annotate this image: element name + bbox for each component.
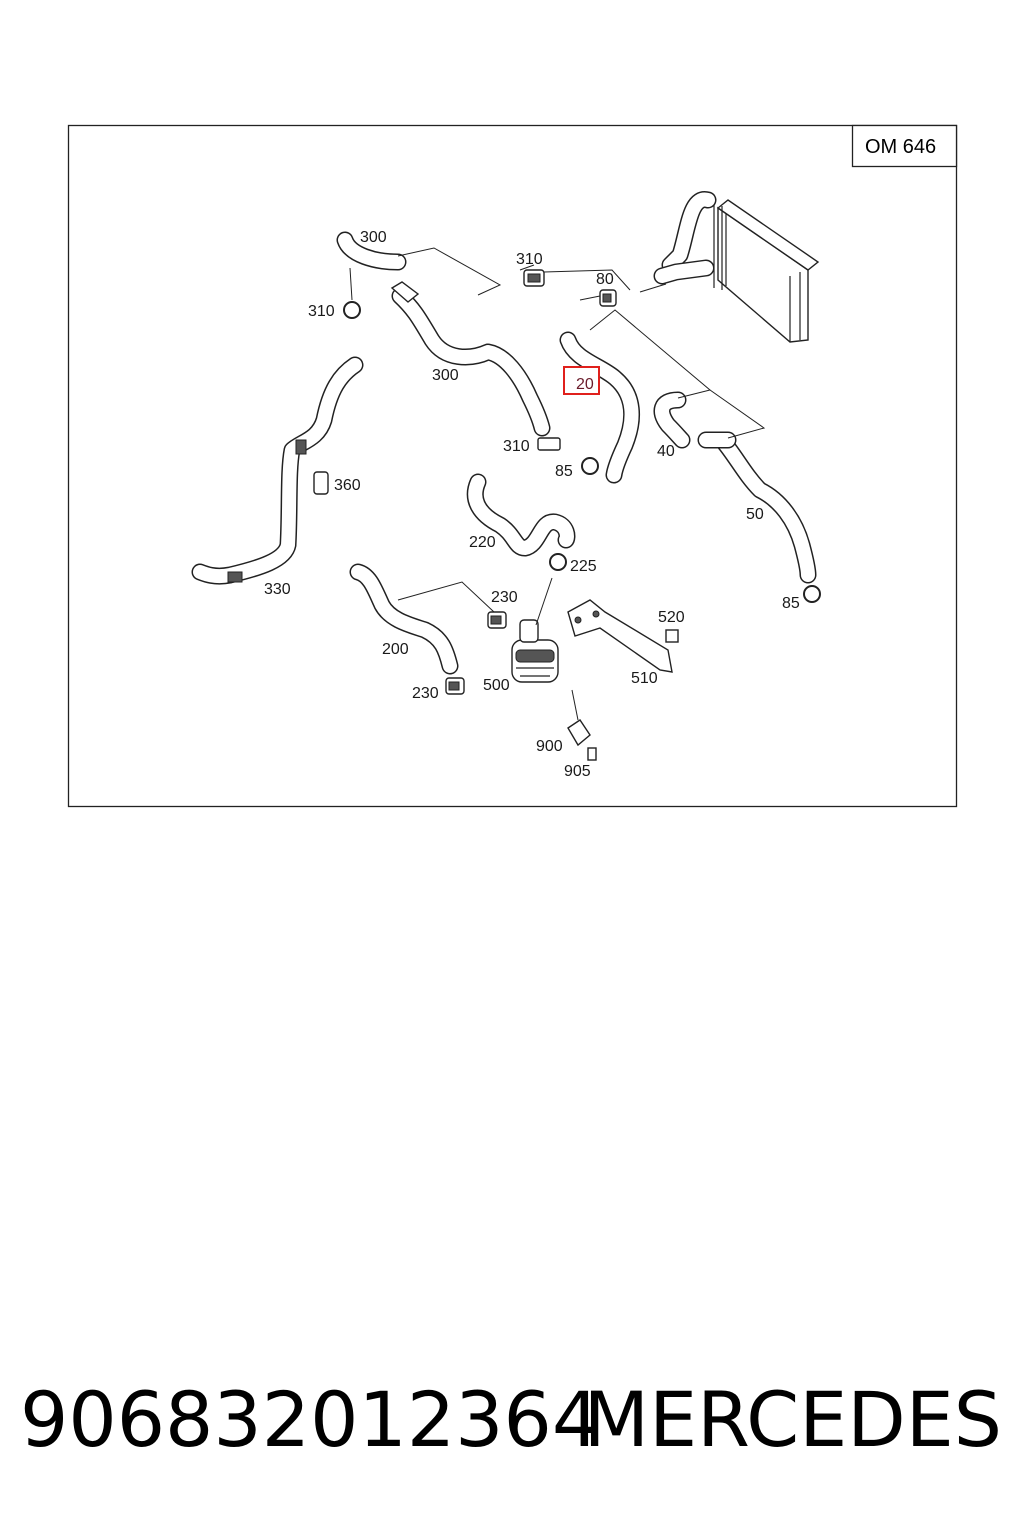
callout-20: 20	[576, 376, 594, 393]
clamp-225	[549, 553, 567, 571]
callout-900: 900	[536, 738, 563, 755]
hose-20	[559, 331, 641, 484]
leader-lines	[349, 247, 766, 721]
callout-225: 225	[570, 558, 597, 575]
footer: 906832012364 MERCEDES	[0, 1375, 1024, 1475]
callout-510: 510	[631, 670, 658, 687]
clamp-310-mid	[537, 437, 561, 451]
callout-230-top: 230	[491, 589, 518, 606]
callout-200: 200	[382, 641, 409, 658]
hose-200	[349, 563, 459, 675]
clamp-310-top	[523, 269, 545, 287]
clamp-80	[599, 289, 617, 307]
hose-330	[191, 356, 364, 585]
callout-310-mid: 310	[503, 438, 530, 455]
hose-50	[697, 431, 817, 584]
hose-220	[466, 473, 576, 557]
callout-310-left: 310	[308, 303, 335, 320]
callout-40: 40	[657, 443, 675, 460]
model-label: OM 646	[865, 136, 936, 158]
water-pump-500	[511, 619, 559, 683]
callout-80: 80	[596, 271, 614, 288]
diagram-frame	[67, 124, 958, 808]
hose-300-lower	[390, 281, 551, 437]
clamp-230-bottom	[445, 677, 465, 695]
connector-900	[567, 719, 591, 747]
callout-20-highlight[interactable]: 20	[563, 366, 600, 395]
callout-500: 500	[483, 677, 510, 694]
model-label-box: OM 646	[851, 124, 958, 168]
callout-330: 330	[264, 581, 291, 598]
heat-exchanger	[653, 191, 820, 343]
callout-220: 220	[469, 534, 496, 551]
clamp-310-left	[343, 301, 361, 319]
callout-310-top: 310	[516, 251, 543, 268]
clamp-85-right	[803, 585, 821, 603]
clamp-85-mid	[581, 457, 599, 475]
clamp-230-top	[487, 611, 507, 629]
brand-name: MERCEDES	[583, 1375, 1002, 1464]
part-number: 906832012364	[20, 1375, 601, 1464]
callout-50: 50	[746, 506, 764, 523]
callout-905: 905	[564, 763, 591, 780]
callout-520: 520	[658, 609, 685, 626]
callout-360: 360	[334, 477, 361, 494]
callout-85-mid: 85	[555, 463, 573, 480]
callout-230-bottom: 230	[412, 685, 439, 702]
bracket-510	[567, 599, 673, 673]
plug-905	[587, 747, 597, 761]
callout-85-right: 85	[782, 595, 800, 612]
callout-300-lower: 300	[432, 367, 459, 384]
hose-300-upper	[336, 231, 407, 271]
clip-520	[665, 629, 679, 643]
parts-diagram: OM 646	[67, 124, 958, 808]
clamp-360	[313, 471, 329, 495]
hose-40	[653, 391, 691, 449]
callout-300-upper: 300	[360, 229, 387, 246]
